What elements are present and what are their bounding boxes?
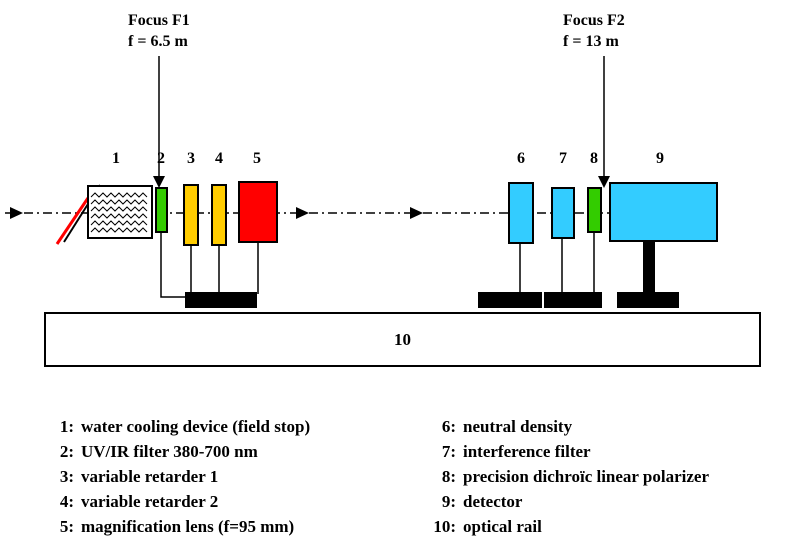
- legend-item: 4:variable retarder 2: [59, 492, 219, 511]
- component-3-variable-retarder-1: [183, 184, 199, 246]
- component-7-interference-filter: [551, 187, 575, 239]
- component-number-2: 2: [157, 150, 165, 167]
- axis-arrowhead-mid1-icon: [296, 207, 309, 219]
- optical-setup-diagram: Focus F1 f = 6.5 m Focus F2 f = 13 m 1 2…: [5, 10, 761, 367]
- mount-block-1: [185, 292, 257, 308]
- legend-item: 10:optical rail: [433, 517, 542, 536]
- mount-block-3: [544, 292, 602, 308]
- rail-number-label: 10: [394, 329, 411, 349]
- component-number-5: 5: [253, 150, 261, 167]
- mount-block-2: [478, 292, 542, 308]
- legend-item: 5:magnification lens (f=95 mm): [59, 517, 295, 536]
- legend-item: 7:interference filter: [441, 442, 591, 461]
- focus-f2-arrowhead-icon: [598, 176, 610, 188]
- component-number-1: 1: [112, 150, 120, 167]
- stem-component-2: [160, 233, 187, 298]
- legend-item: 6:neutral density: [441, 417, 573, 436]
- component-number-6: 6: [517, 150, 525, 167]
- axis-arrowhead-left-icon: [10, 207, 23, 219]
- focus-f2-value: f = 13 m: [563, 33, 619, 50]
- component-5-magnification-lens: [238, 181, 278, 243]
- diagram-lines: [5, 56, 679, 308]
- component-number-8: 8: [590, 150, 598, 167]
- component-number-7: 7: [559, 150, 567, 167]
- focus-f1-value: f = 6.5 m: [128, 33, 188, 50]
- legend-left-column: 1:water cooling device (field stop) 2:UV…: [58, 414, 310, 539]
- component-1-water-cooling-device: [87, 185, 153, 239]
- legend-item: 2:UV/IR filter 380-700 nm: [59, 442, 258, 461]
- component-number-4: 4: [215, 150, 223, 167]
- legend-item: 8:precision dichroïc linear polarizer: [441, 467, 710, 486]
- legend-item: 1:water cooling device (field stop): [59, 417, 311, 436]
- mount-block-4: [617, 292, 679, 308]
- component-number-9: 9: [656, 150, 664, 167]
- component-9-detector: [609, 182, 718, 242]
- component-8-dichroic-polarizer: [587, 187, 602, 233]
- component-2-uv-ir-filter: [155, 187, 168, 233]
- legend-item: 9:detector: [441, 492, 523, 511]
- focus-f1-title: Focus F1: [128, 12, 190, 29]
- component-number-3: 3: [187, 150, 195, 167]
- stem-component-9: [643, 242, 655, 294]
- axis-arrowhead-mid2-icon: [410, 207, 423, 219]
- legend: 1:water cooling device (field stop) 2:UV…: [0, 414, 802, 544]
- focus-f2-label: Focus F2 f = 13 m: [563, 10, 625, 52]
- component-6-neutral-density: [508, 182, 534, 244]
- focus-f1-label: Focus F1 f = 6.5 m: [128, 10, 190, 52]
- legend-item: 3:variable retarder 1: [59, 467, 219, 486]
- focus-f1-arrowhead-icon: [153, 176, 165, 188]
- component-4-variable-retarder-2: [211, 184, 227, 246]
- legend-right-column: 6:neutral density 7:interference filter …: [428, 414, 709, 539]
- entrance-mirror-red-mark: [55, 197, 90, 245]
- component-10-optical-rail: 10: [44, 312, 761, 367]
- focus-f2-title: Focus F2: [563, 12, 625, 29]
